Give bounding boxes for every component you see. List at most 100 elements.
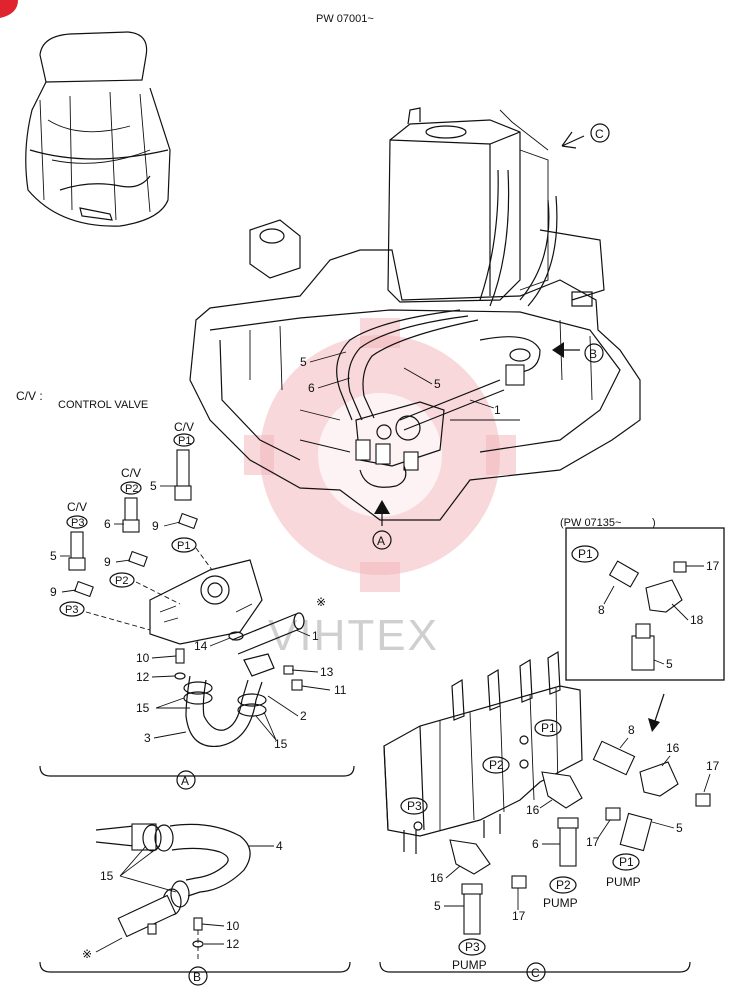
legend-meaning: CONTROL VALVE (58, 399, 148, 411)
view-c-port-oval-p2 (482, 756, 510, 774)
view-c-label: C (531, 966, 540, 980)
label-1-main: 1 (494, 403, 501, 417)
machine-thumbnail (25, 31, 171, 227)
svg-text:C/V: C/V (174, 420, 194, 434)
label-5-p1-c: 5 (676, 821, 683, 835)
label-17-p1: 17 (706, 759, 720, 773)
label-8-c: 8 (628, 723, 635, 737)
label-9-p2: 9 (104, 555, 111, 569)
label-16-p3: 16 (430, 871, 444, 885)
label-17-p3: 17 (512, 909, 526, 923)
svg-text:C/V: C/V (121, 466, 141, 480)
label-5-p3: 5 (50, 549, 57, 563)
view-a-label: A (181, 774, 189, 788)
machine-frame (189, 107, 641, 521)
note-mark-a: ※ (316, 595, 326, 609)
port-p3-mid: P3 (65, 604, 78, 616)
inset-label-17: 17 (706, 559, 720, 573)
label-15-b: 15 (100, 869, 114, 883)
clamp-15-a4 (237, 703, 267, 717)
label-16-p2: 16 (526, 803, 540, 817)
label-2-a: 2 (300, 709, 307, 723)
inset-label-8: 8 (598, 603, 605, 617)
corner-marker (0, 0, 18, 18)
pump-oval-p2 (549, 876, 577, 894)
label-12-a: 12 (136, 670, 150, 684)
view-a-bracket (39, 765, 355, 777)
port-oval-p1 (171, 537, 197, 553)
hose-6-p2 (559, 821, 577, 867)
pump-oval-p1 (612, 853, 640, 871)
arrow-a-label: A (377, 534, 385, 548)
label-5-main-b: 5 (434, 377, 441, 391)
inset-frame (565, 527, 725, 681)
bolt-10-b (193, 917, 203, 931)
flange-2 (243, 653, 275, 677)
label-6-p2: 6 (104, 517, 111, 531)
tee-16-p1 (639, 761, 679, 797)
label-15-a: 15 (136, 701, 150, 715)
adapter-8-c (592, 740, 636, 776)
washer-12 (174, 672, 186, 680)
plug-17-p1 (695, 793, 711, 807)
label-13-a: 13 (320, 665, 334, 679)
pump-label-p1: PUMP (606, 875, 641, 889)
oring-14 (228, 631, 244, 641)
tee-16-p3 (449, 839, 491, 875)
label-11-a: 11 (334, 683, 347, 697)
view-c-bracket (379, 961, 691, 973)
label-4-b: 4 (276, 839, 283, 853)
inset-hose-5 (631, 635, 655, 671)
label-1-a: 1 (312, 629, 319, 643)
label-9-p3: 9 (50, 585, 57, 599)
label-5-main: 5 (300, 355, 307, 369)
view-b-detail (95, 823, 251, 938)
arrow-b (552, 342, 604, 363)
view-c-valve-bank (383, 650, 583, 854)
label-10-a: 10 (136, 651, 150, 665)
label-9-p1: 9 (152, 519, 159, 533)
port-p1-top: P1 (178, 435, 191, 447)
inset-title-close: ) (652, 517, 656, 529)
pump-oval-p3 (458, 938, 486, 956)
port-p1-mid: P1 (177, 540, 190, 552)
label-5-p1: 5 (150, 479, 157, 493)
view-c-port-oval-p1 (534, 719, 562, 737)
view-c-circle (526, 962, 546, 982)
fitting-9-p1 (178, 512, 198, 530)
view-b-label: B (193, 970, 201, 984)
view-c-port-oval-p3 (400, 797, 428, 815)
inset-label-5: 5 (666, 657, 673, 671)
hose-5-p3 (463, 889, 481, 935)
inset-title: (PW 07135~ (560, 517, 621, 529)
bolt-11 (291, 679, 303, 691)
hose-3 (185, 675, 263, 748)
pump-label-p3: PUMP (452, 958, 487, 972)
label-3-a: 3 (144, 731, 151, 745)
control-valve-detail (149, 559, 263, 645)
view-b-bracket (39, 961, 351, 973)
view-c-port-p3: P3 (407, 799, 422, 813)
label-12-b: 12 (226, 937, 240, 951)
fitting-9-p2 (128, 550, 148, 568)
port-p2-mid: P2 (115, 575, 128, 587)
watermark-text: VIHTEX (268, 611, 439, 660)
label-16-p1: 16 (666, 741, 680, 755)
cv-port-p3: C/V (66, 500, 88, 571)
inset-adapter-8 (608, 560, 640, 588)
arrow-a (372, 500, 392, 550)
arrow-b-label: B (589, 347, 597, 361)
pump-port-p3: P3 (465, 940, 480, 954)
svg-text:C/V: C/V (67, 500, 87, 514)
arrow-c (561, 123, 610, 149)
port-oval-p3 (59, 601, 85, 617)
tee-16-p2 (541, 771, 583, 809)
label-14-a: 14 (194, 639, 208, 653)
plug-17-p3 (511, 875, 527, 889)
inset-plug-17 (673, 561, 687, 573)
cv-port-p2: C/V (120, 466, 142, 533)
inset-elbow-18 (645, 579, 683, 613)
note-mark-b: ※ (82, 947, 92, 961)
bolt-10 (175, 648, 185, 664)
